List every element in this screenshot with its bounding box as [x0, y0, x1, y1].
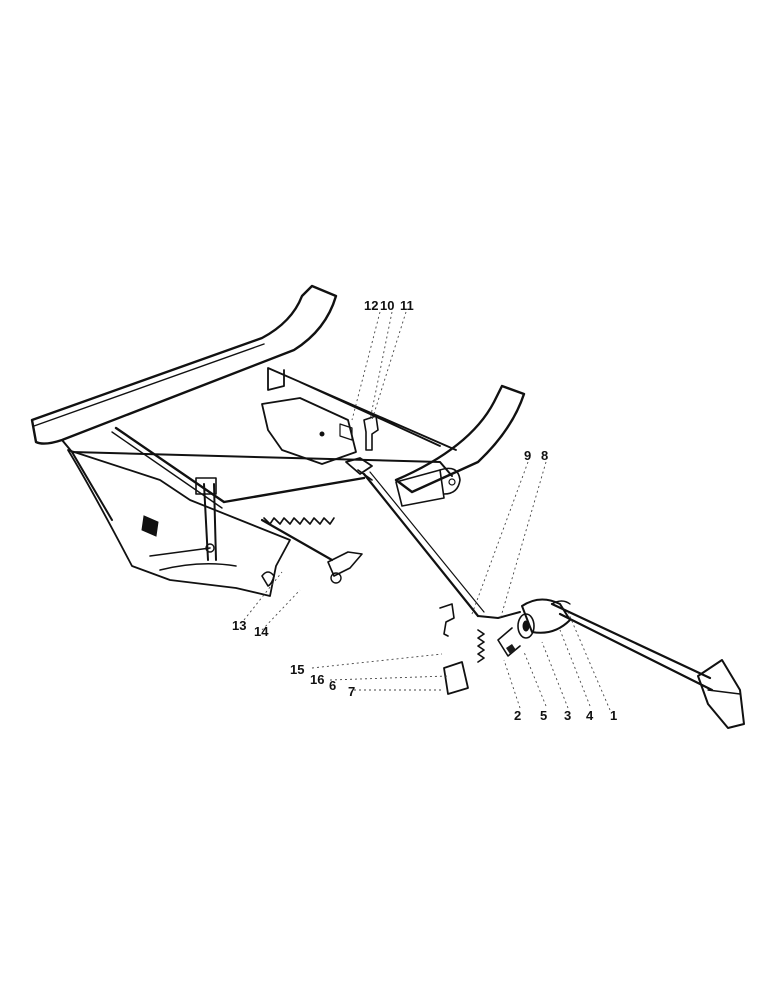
- callout-10: 10: [380, 298, 394, 313]
- callout-15: 15: [290, 662, 304, 677]
- lever-clamp: [195, 477, 217, 495]
- pedal-assembly: [362, 471, 745, 729]
- callout-5: 5: [540, 708, 547, 723]
- frame-rail-left: [30, 284, 338, 445]
- callout-12: 12: [364, 298, 378, 313]
- lower-bracket: [443, 661, 469, 695]
- side-plate-left: [67, 449, 291, 597]
- callout-labels: 12 10 11 9 8 13 14 15 16 6 7 2 5 3 4 1: [232, 298, 617, 723]
- pedal-pad: [697, 659, 745, 729]
- lower-spring: [477, 629, 485, 663]
- mount-ear: [439, 467, 461, 495]
- callout-8: 8: [541, 448, 548, 463]
- pedal-rod: [362, 472, 480, 618]
- callout-13: 13: [232, 618, 246, 633]
- return-spring: [263, 517, 335, 525]
- spring-bracket: [327, 551, 363, 577]
- pedal-lever: [550, 602, 714, 692]
- plate-slot-right: [339, 423, 353, 441]
- callout-14: 14: [254, 624, 269, 639]
- callout-2: 2: [514, 708, 521, 723]
- callout-7: 7: [348, 684, 355, 699]
- shaft-lever: [203, 483, 217, 561]
- chassis-frame: [30, 284, 526, 597]
- cross-shaft: [114, 426, 366, 504]
- bracket-nut: [330, 572, 342, 584]
- side-plate-right: [261, 397, 357, 465]
- callout-11: 11: [400, 298, 414, 313]
- callout-6: 6: [329, 678, 336, 693]
- pivot-block: [345, 457, 373, 475]
- pivot-bolt: [439, 603, 455, 637]
- cross-member: [267, 367, 457, 451]
- frame-rail-front: [394, 384, 526, 494]
- lower-member: [61, 439, 453, 521]
- cylinder-end: [517, 613, 535, 639]
- leader-lines: [243, 311, 611, 711]
- pedal-arm: [477, 611, 521, 619]
- callout-4: 4: [586, 708, 594, 723]
- plate-slot-left: [141, 515, 159, 537]
- callout-16: 16: [310, 672, 324, 687]
- callout-3: 3: [564, 708, 571, 723]
- mounting-bolt: [363, 415, 379, 451]
- callout-1: 1: [610, 708, 617, 723]
- keyhole-slot: [261, 571, 275, 587]
- mount-block: [395, 469, 445, 507]
- callout-9: 9: [524, 448, 531, 463]
- cross-shaft-assembly: [111, 426, 373, 584]
